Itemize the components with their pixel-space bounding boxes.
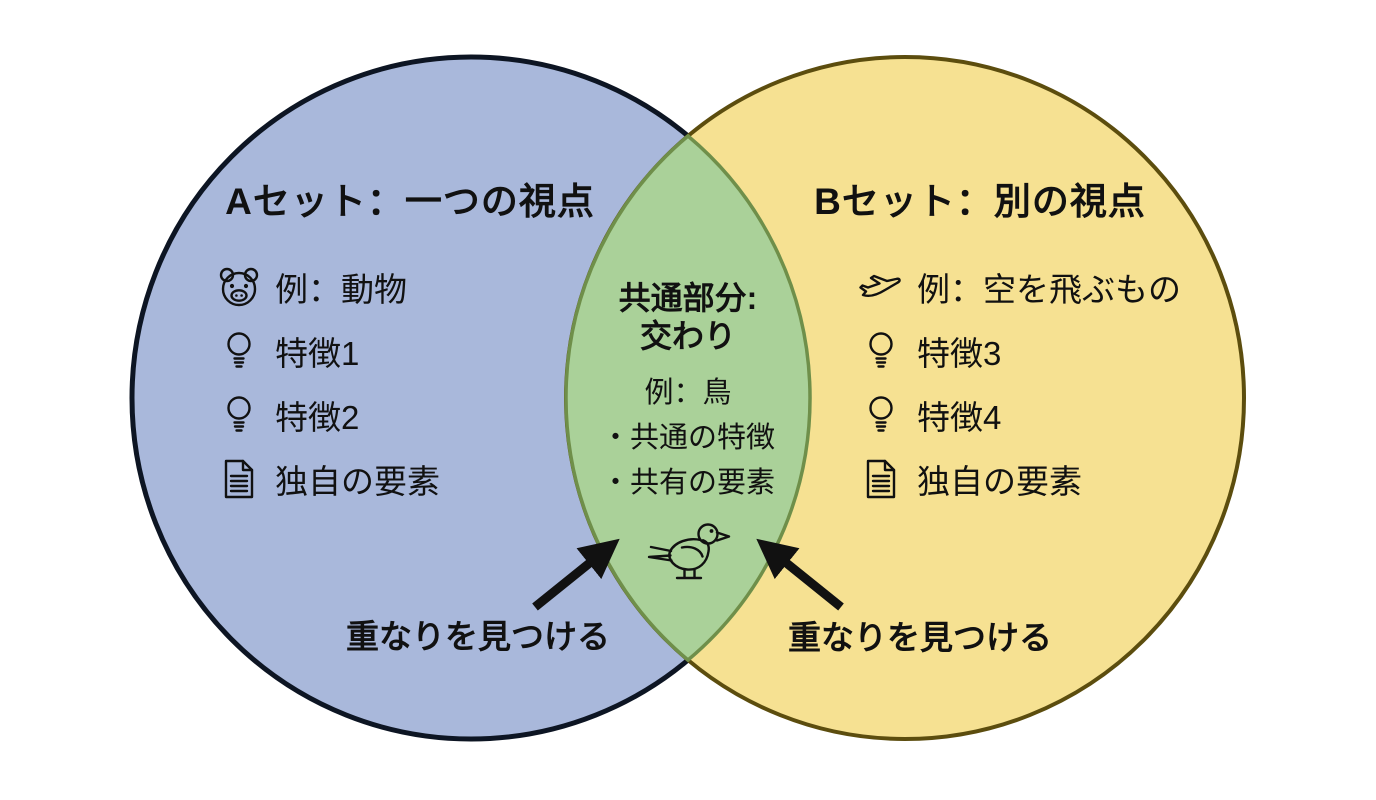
set-b-item-label: 特徴4 bbox=[917, 399, 1002, 436]
right-arrow-label: 重なりを見つける bbox=[788, 619, 1052, 656]
document-icon bbox=[216, 459, 262, 499]
intersection-item: ・共通の特徴 bbox=[600, 422, 776, 454]
airplane-icon bbox=[858, 271, 904, 303]
set-b-item-unique: 独自の要素 bbox=[858, 455, 1082, 503]
lightbulb-icon bbox=[858, 395, 904, 435]
set-a-item-label: 独自の要素 bbox=[275, 463, 440, 500]
set-a-item-feature2: 特徴2 bbox=[216, 391, 359, 439]
intersection-lens bbox=[564, 133, 812, 663]
set-a-item-label: 特徴1 bbox=[275, 335, 360, 372]
set-a-item-label: 例：動物 bbox=[275, 271, 407, 308]
intersection-title-line2: 交わり bbox=[639, 318, 737, 354]
set-a-item-unique: 独自の要素 bbox=[216, 455, 440, 503]
set-a-title: Aセット：一つの視点 bbox=[225, 181, 595, 222]
animal-face-icon bbox=[216, 267, 262, 307]
set-a-item-feature1: 特徴1 bbox=[216, 327, 359, 375]
set-b-item-label: 例：空を飛ぶもの bbox=[917, 271, 1181, 308]
set-a-item-example: 例：動物 bbox=[216, 263, 407, 311]
intersection-example: 例：鳥 bbox=[644, 377, 732, 409]
bird-icon bbox=[646, 520, 734, 587]
set-b-title: Bセット：別の視点 bbox=[814, 181, 1146, 222]
set-b-item-label: 独自の要素 bbox=[917, 463, 1082, 500]
set-b-item-label: 特徴3 bbox=[917, 335, 1002, 372]
lightbulb-icon bbox=[216, 331, 262, 371]
right-arrow bbox=[756, 538, 844, 611]
set-b-item-feature4: 特徴4 bbox=[858, 391, 1001, 439]
lightbulb-icon bbox=[858, 331, 904, 371]
left-arrow-label: 重なりを見つける bbox=[346, 618, 610, 655]
set-a-item-label: 特徴2 bbox=[275, 399, 360, 436]
document-icon bbox=[858, 459, 904, 499]
left-arrow bbox=[532, 538, 620, 611]
intersection-title-line1: 共通部分: bbox=[618, 280, 758, 316]
set-b-item-example: 例：空を飛ぶもの bbox=[858, 263, 1181, 311]
lightbulb-icon bbox=[216, 395, 262, 435]
set-b-item-feature3: 特徴3 bbox=[858, 327, 1001, 375]
intersection-item: ・共有の要素 bbox=[600, 467, 776, 499]
